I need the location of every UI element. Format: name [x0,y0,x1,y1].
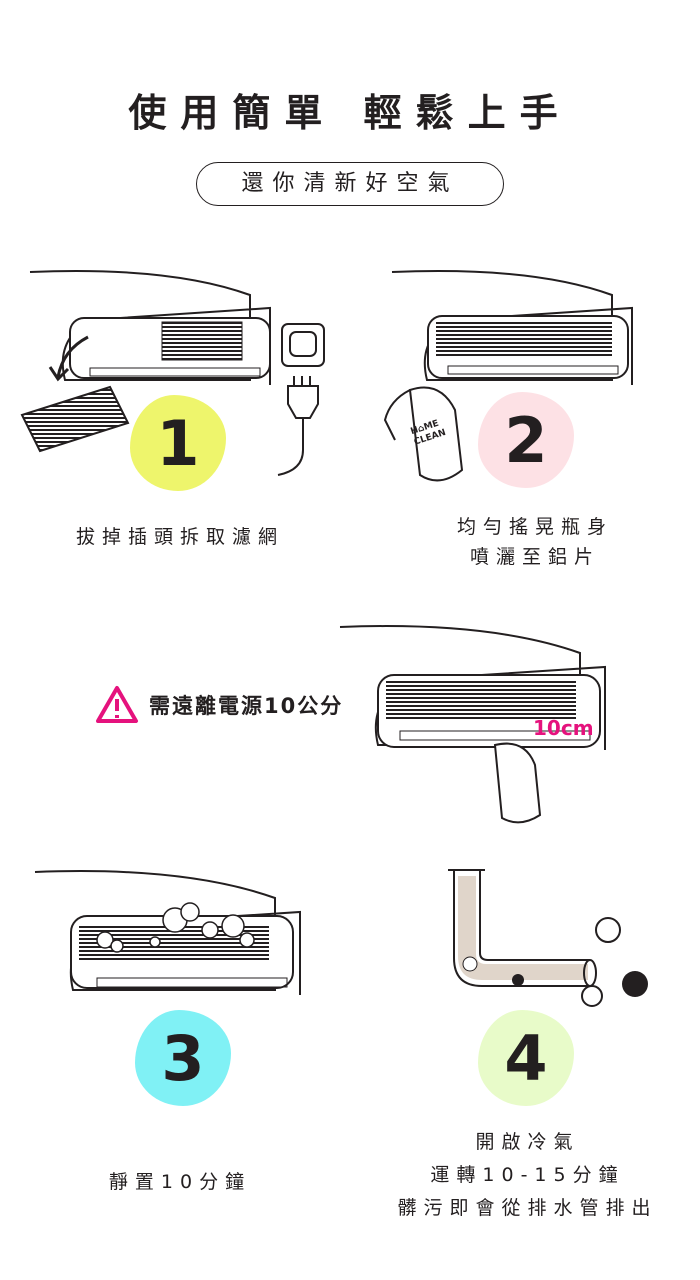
arrow-down-icon [48,335,89,382]
spray-bottle-illustration [383,386,464,482]
ac-unit-illustration-1 [29,270,271,385]
step-3-badge: 3 [135,1010,231,1106]
ac-unit-illustration-2 [391,270,633,385]
step-number: 3 [161,1021,205,1095]
subtitle-pill: 還你清新好空氣 [196,162,504,206]
power-plug-icon [277,323,325,476]
step-4-caption: 開啟冷氣 運轉10-15分鐘 髒污即會從排水管排出 [355,1126,700,1225]
germ-icon [462,917,648,1007]
warning-notice: 需遠離電源10公分 [95,685,343,725]
drain-pipe-illustration [448,869,648,1007]
caption-line: 均勻搖晃瓶身 [456,516,613,538]
step-number: 1 [156,406,200,480]
step-number: 4 [504,1021,548,1095]
warning-triangle-icon [96,686,138,723]
foam-bubbles [96,902,255,953]
spray-bottle-illustration [493,742,542,824]
caption-line: 髒污即會從排水管排出 [397,1197,658,1219]
ac-unit-illustration-3 [34,870,301,995]
step-1-caption: 拔掉插頭拆取濾網 [60,522,300,552]
page-title: 使用簡單 輕鬆上手 [128,91,572,135]
step-2-badge: 2 [478,392,574,488]
filter-illustration [20,385,130,453]
step-1-badge: 1 [130,395,226,491]
caption-line: 運轉10-15分鐘 [430,1164,625,1186]
step-4-badge: 4 [478,1010,574,1106]
step-3-caption: 靜置10分鐘 [70,1167,290,1197]
step-number: 2 [504,403,548,477]
ac-unit-illustration-warning [339,625,606,750]
distance-label: 10cm [533,716,594,740]
caption-line: 靜置10分鐘 [108,1171,252,1193]
warning-text: 需遠離電源10公分 [149,694,344,718]
step-2-caption: 均勻搖晃瓶身噴灑至鋁片 [420,512,650,572]
caption-line: 噴灑至鋁片 [469,546,600,568]
caption-line: 開啟冷氣 [475,1131,580,1153]
caption-line: 拔掉插頭拆取濾網 [75,526,284,548]
